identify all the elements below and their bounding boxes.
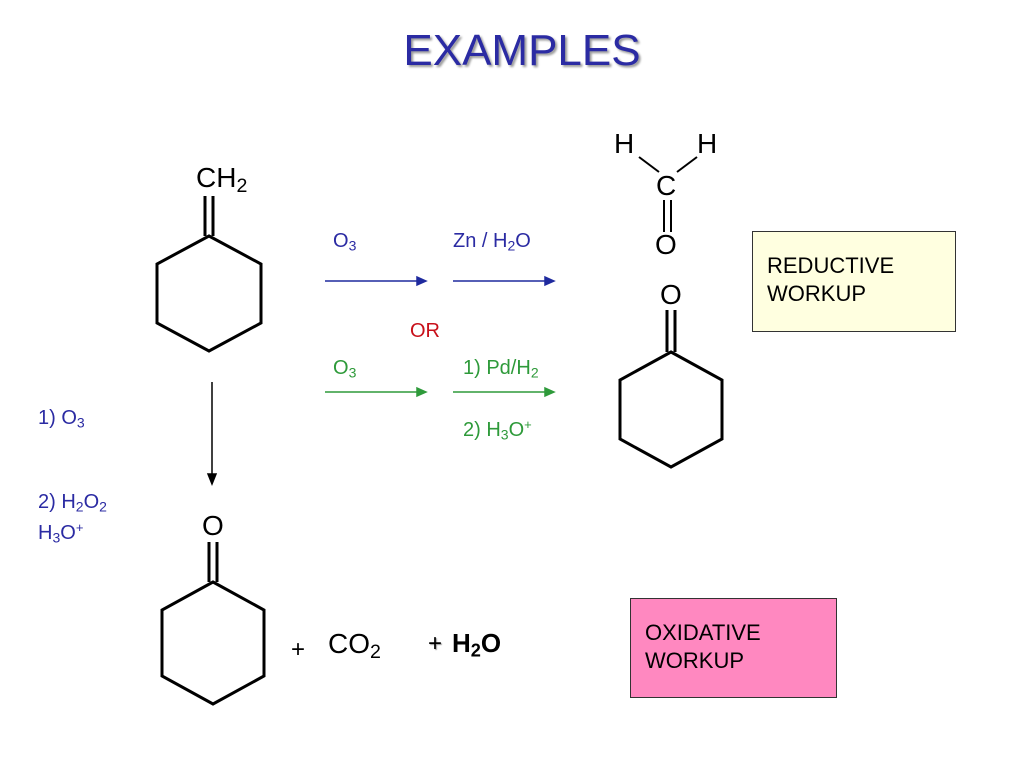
alternate-arrows: [325, 386, 556, 398]
water-product: H2O: [452, 628, 502, 661]
page-title: EXAMPLES: [403, 26, 641, 75]
h-right-label: H: [697, 128, 718, 159]
formaldehyde-oxygen-label: O: [655, 229, 677, 260]
ozone-reagent-mid: O3: [333, 357, 357, 381]
exocyclic-double-bond: [203, 196, 215, 236]
ketone-oxygen-right-label: O: [660, 279, 682, 310]
carbon-label: C: [656, 170, 677, 201]
formaldehyde-bonds: [638, 156, 698, 232]
carbonyl-bottom: [207, 542, 219, 582]
h-left-label: H: [614, 128, 635, 159]
oxidative-step1: 1) O3: [38, 407, 85, 431]
cyclohexanone-right: [618, 350, 724, 469]
carbonyl-right: [665, 310, 677, 352]
ozone-reagent-top: O3: [333, 230, 357, 254]
reductive-box-line2: WORKUP: [767, 281, 866, 306]
reductive-workup-box: REDUCTIVE WORKUP: [752, 231, 956, 332]
oxidative-workup-box: OXIDATIVE WORKUP: [630, 598, 837, 698]
pd-h2-reagent: 1) Pd/H2: [463, 357, 539, 381]
oxidative-box-line1: OXIDATIVE: [645, 620, 761, 645]
oxidative-step2: 2) H2O2: [38, 491, 107, 515]
oxidative-arrow: [206, 382, 218, 487]
reductive-arrows: [325, 275, 556, 287]
ch2-label: CH2: [196, 162, 248, 197]
oxidative-box-line2: WORKUP: [645, 648, 744, 673]
zinc-water-reagent: Zn / H2O: [453, 230, 531, 254]
plus-sign-1: +: [291, 636, 306, 663]
methylenecyclohexane-ring: [155, 234, 263, 353]
or-label: OR: [410, 320, 440, 342]
hydronium-reagent-mid: 2) H3O+: [463, 417, 532, 443]
cyclohexanone-bottom: [160, 580, 266, 706]
reductive-box-line1: REDUCTIVE: [767, 253, 895, 278]
ketone-oxygen-bottom-label: O: [202, 510, 224, 541]
oxidative-step2-acid: H3O+: [38, 520, 84, 546]
co2-product: CO2: [328, 628, 381, 663]
plus-sign-2: +: [428, 630, 443, 657]
